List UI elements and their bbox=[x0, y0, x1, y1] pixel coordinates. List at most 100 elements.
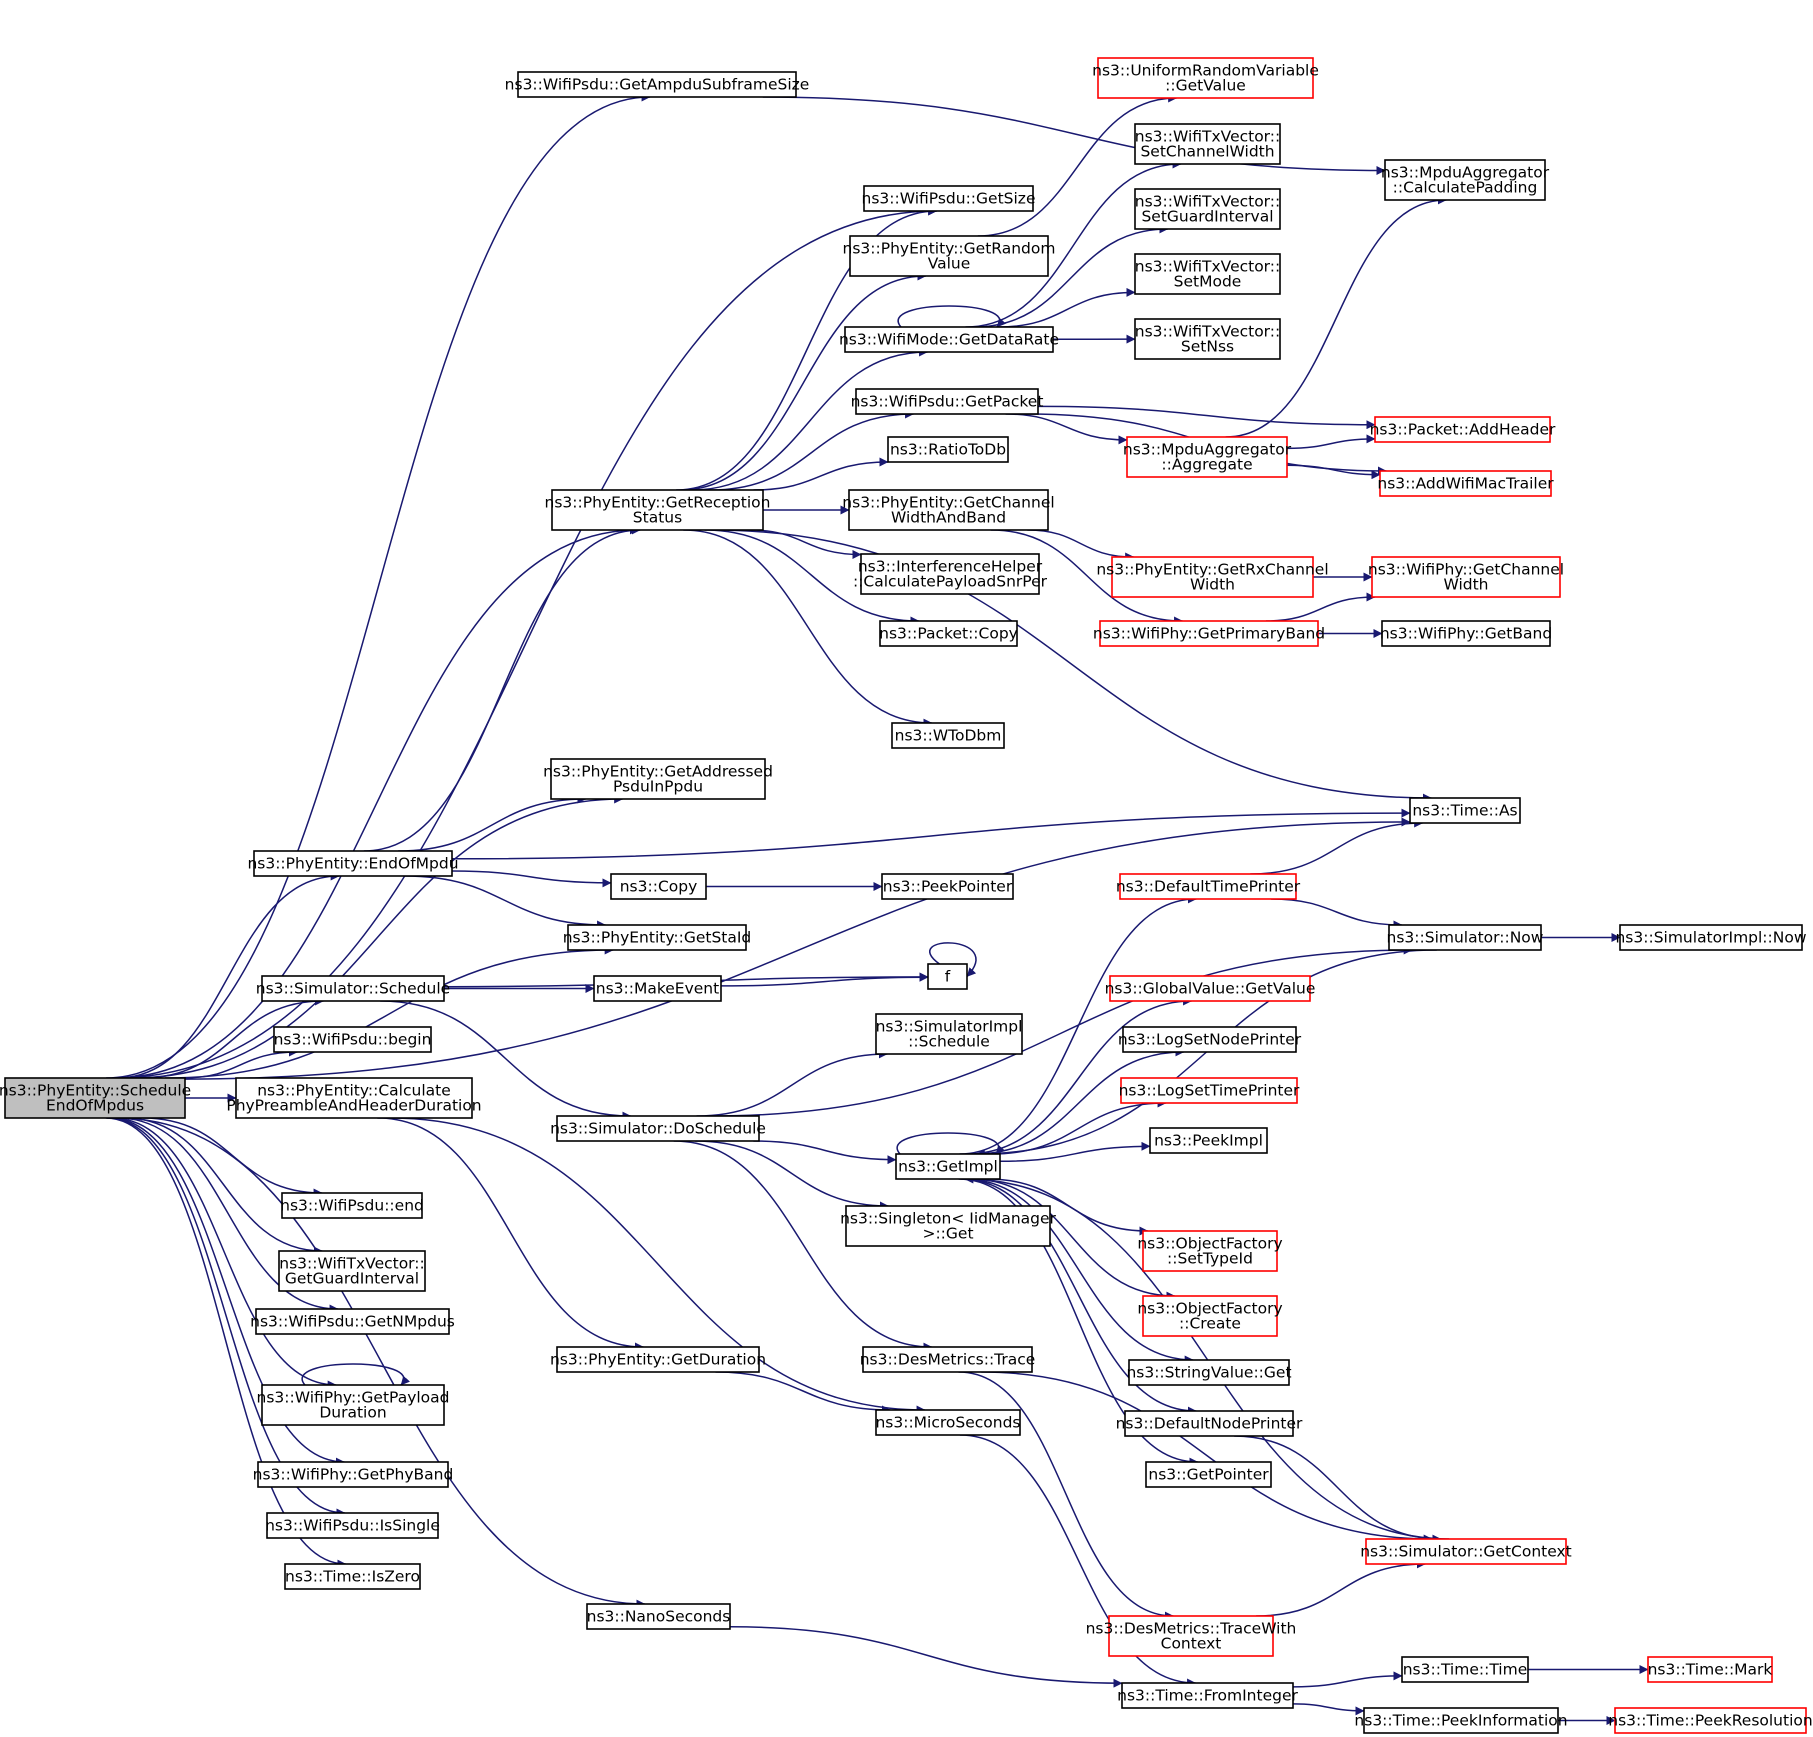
call-edge-doSchedule-to-getImpl bbox=[753, 1140, 897, 1165]
node-getPhyBand[interactable]: ns3::WifiPhy::GetPhyBand bbox=[253, 1461, 454, 1488]
node-logSetTimePrinter[interactable]: ns3::LogSetTimePrinter bbox=[1119, 1077, 1300, 1104]
node-ratioToDb[interactable]: ns3::RatioToDb bbox=[887, 436, 1009, 463]
node-psduBegin[interactable]: ns3::WifiPsdu::begin bbox=[273, 1026, 432, 1053]
node-box bbox=[278, 1250, 426, 1292]
node-singletonGet[interactable]: ns3::Singleton< IidManager>::Get bbox=[840, 1205, 1057, 1247]
node-defaultTimePrinter[interactable]: ns3::DefaultTimePrinter bbox=[1116, 873, 1301, 900]
node-getDuration[interactable]: ns3::PhyEntity::GetDuration bbox=[550, 1346, 766, 1373]
node-calcPadding[interactable]: ns3::MpduAggregator::CalculatePadding bbox=[1381, 159, 1550, 201]
node-ampduSubframeSize[interactable]: ns3::WifiPsdu::GetAmpduSubframeSize bbox=[505, 71, 810, 98]
node-stringValueGet[interactable]: ns3::StringValue::Get bbox=[1126, 1359, 1292, 1386]
node-getPacket[interactable]: ns3::WifiPsdu::GetPacket bbox=[851, 388, 1044, 415]
node-psduEnd[interactable]: ns3::WifiPsdu::end bbox=[280, 1192, 424, 1219]
node-timeMark[interactable]: ns3::Time::Mark bbox=[1647, 1656, 1773, 1683]
node-simSchedule[interactable]: ns3::Simulator::Schedule bbox=[256, 975, 450, 1002]
call-edge-getPayloadDuration-to-getPayloadDuration bbox=[301, 1363, 411, 1386]
node-getImpl[interactable]: ns3::GetImpl bbox=[895, 1153, 1001, 1180]
node-nanoSeconds[interactable]: ns3::NanoSeconds bbox=[586, 1603, 731, 1630]
node-addWifiMacTrailer[interactable]: ns3::AddWifiMacTrailer bbox=[1377, 470, 1554, 497]
node-logSetNodePrinter[interactable]: ns3::LogSetNodePrinter bbox=[1118, 1026, 1302, 1053]
node-label: ns3::Time::Mark bbox=[1648, 1661, 1773, 1679]
call-edge-getPacket-to-aggregate bbox=[1005, 413, 1128, 445]
node-endOfMpdu[interactable]: ns3::PhyEntity::EndOfMpdu bbox=[247, 850, 459, 877]
node-fromInteger[interactable]: ns3::Time::FromInteger bbox=[1117, 1682, 1298, 1709]
node-calcPayloadSnrPer[interactable]: ns3::InterferenceHelper::CalculatePayloa… bbox=[853, 553, 1048, 595]
node-label: ns3::AddWifiMacTrailer bbox=[1377, 475, 1554, 493]
node-peekImpl[interactable]: ns3::PeekImpl bbox=[1149, 1127, 1268, 1154]
node-getStaId[interactable]: ns3::PhyEntity::GetStaId bbox=[563, 924, 752, 951]
call-edge-endOfMpdu-to-getReceptionStatus bbox=[363, 525, 641, 852]
node-isSingle[interactable]: ns3::WifiPsdu::IsSingle bbox=[265, 1512, 440, 1539]
node-setMode[interactable]: ns3::WifiTxVector::SetMode bbox=[1134, 253, 1281, 295]
node-label: ns3::PhyEntity::Calculate bbox=[257, 1082, 451, 1100]
node-label: ::Aggregate bbox=[1161, 456, 1252, 474]
call-edge-getReceptionStatus-to-wToDbm bbox=[683, 529, 933, 728]
node-getBand[interactable]: ns3::WifiPhy::GetBand bbox=[1380, 620, 1552, 647]
node-box bbox=[255, 1308, 450, 1335]
call-edge-endOfMpdu-to-getStaId bbox=[404, 875, 607, 930]
node-uniformGetValue[interactable]: ns3::UniformRandomVariable::GetValue bbox=[1092, 57, 1319, 99]
node-label: Context bbox=[1161, 1635, 1222, 1653]
node-f[interactable]: f bbox=[927, 963, 968, 990]
node-label: >::Get bbox=[922, 1225, 973, 1243]
node-box bbox=[550, 758, 766, 800]
node-label: SetChannelWidth bbox=[1140, 143, 1274, 161]
node-microSeconds[interactable]: ns3::MicroSeconds bbox=[875, 1409, 1021, 1436]
node-box bbox=[556, 1346, 760, 1373]
node-makeEvent[interactable]: ns3::MakeEvent bbox=[593, 975, 722, 1002]
node-getDataRate[interactable]: ns3::WifiMode::GetDataRate bbox=[839, 326, 1059, 353]
node-aggregate[interactable]: ns3::MpduAggregator::Aggregate bbox=[1123, 436, 1292, 478]
node-defaultNodePrinter[interactable]: ns3::DefaultNodePrinter bbox=[1116, 1410, 1303, 1437]
node-addHeader[interactable]: ns3::Packet::AddHeader bbox=[1370, 416, 1556, 443]
node-label: ns3::WifiPhy::GetBand bbox=[1380, 625, 1552, 643]
node-getNMpdus[interactable]: ns3::WifiPsdu::GetNMpdus bbox=[250, 1308, 455, 1335]
node-box bbox=[875, 1013, 1023, 1055]
node-packetCopy[interactable]: ns3::Packet::Copy bbox=[879, 620, 1018, 647]
node-wToDbm[interactable]: ns3::WToDbm bbox=[891, 722, 1005, 749]
node-label: ns3::RatioToDb bbox=[890, 441, 1006, 459]
node-timeAs[interactable]: ns3::Time::As bbox=[1409, 797, 1521, 824]
node-box bbox=[551, 489, 764, 531]
node-globalGetValue[interactable]: ns3::GlobalValue::GetValue bbox=[1105, 975, 1316, 1002]
node-box bbox=[844, 326, 1054, 353]
node-getPrimaryBand[interactable]: ns3::WifiPhy::GetPrimaryBand bbox=[1093, 620, 1325, 647]
node-psduGetSize[interactable]: ns3::WifiPsdu::GetSize bbox=[862, 185, 1036, 212]
node-calcPreamble[interactable]: ns3::PhyEntity::CalculatePhyPreambleAndH… bbox=[226, 1077, 482, 1119]
node-box bbox=[284, 1563, 421, 1590]
node-objFactorySetTypeId[interactable]: ns3::ObjectFactory::SetTypeId bbox=[1137, 1230, 1283, 1272]
node-setNss[interactable]: ns3::WifiTxVector::SetNss bbox=[1134, 318, 1281, 360]
node-setGuardInterval[interactable]: ns3::WifiTxVector::SetGuardInterval bbox=[1134, 188, 1281, 230]
node-box bbox=[1401, 1656, 1529, 1683]
node-getContext[interactable]: ns3::Simulator::GetContext bbox=[1360, 1538, 1572, 1565]
node-objFactoryCreate[interactable]: ns3::ObjectFactory::Create bbox=[1137, 1295, 1283, 1337]
node-getGuardInterval[interactable]: ns3::WifiTxVector::GetGuardInterval bbox=[278, 1250, 426, 1292]
node-label: ns3::WifiPhy::GetPrimaryBand bbox=[1093, 625, 1325, 643]
node-simImplSchedule[interactable]: ns3::SimulatorImpl::Schedule bbox=[875, 1013, 1023, 1055]
call-edge-root-to-getGuardInterval bbox=[124, 1117, 323, 1256]
call-edge-getReceptionStatus-to-getDataRate bbox=[691, 347, 929, 491]
node-isZero[interactable]: ns3::Time::IsZero bbox=[284, 1563, 421, 1590]
node-peekInformation[interactable]: ns3::Time::PeekInformation bbox=[1354, 1707, 1568, 1734]
node-setChannelWidth[interactable]: ns3::WifiTxVector::SetChannelWidth bbox=[1134, 123, 1281, 165]
node-doSchedule[interactable]: ns3::Simulator::DoSchedule bbox=[550, 1115, 766, 1142]
node-desTrace[interactable]: ns3::DesMetrics::Trace bbox=[860, 1346, 1036, 1373]
node-simImplNow[interactable]: ns3::SimulatorImpl::Now bbox=[1615, 924, 1807, 951]
node-peekPointer[interactable]: ns3::PeekPointer bbox=[881, 873, 1014, 900]
node-simNow[interactable]: ns3::Simulator::Now bbox=[1387, 924, 1544, 951]
node-getPointer[interactable]: ns3::GetPointer bbox=[1145, 1461, 1272, 1488]
node-peekResolution[interactable]: ns3::Time::PeekResolution bbox=[1608, 1707, 1813, 1734]
call-edge-getImpl-to-defaultNodePrinter bbox=[960, 1178, 1197, 1416]
node-timeTime[interactable]: ns3::Time::Time bbox=[1401, 1656, 1529, 1683]
node-copy[interactable]: ns3::Copy bbox=[610, 873, 707, 900]
node-label: ns3::Time::As bbox=[1412, 802, 1517, 820]
node-box bbox=[1109, 975, 1311, 1002]
